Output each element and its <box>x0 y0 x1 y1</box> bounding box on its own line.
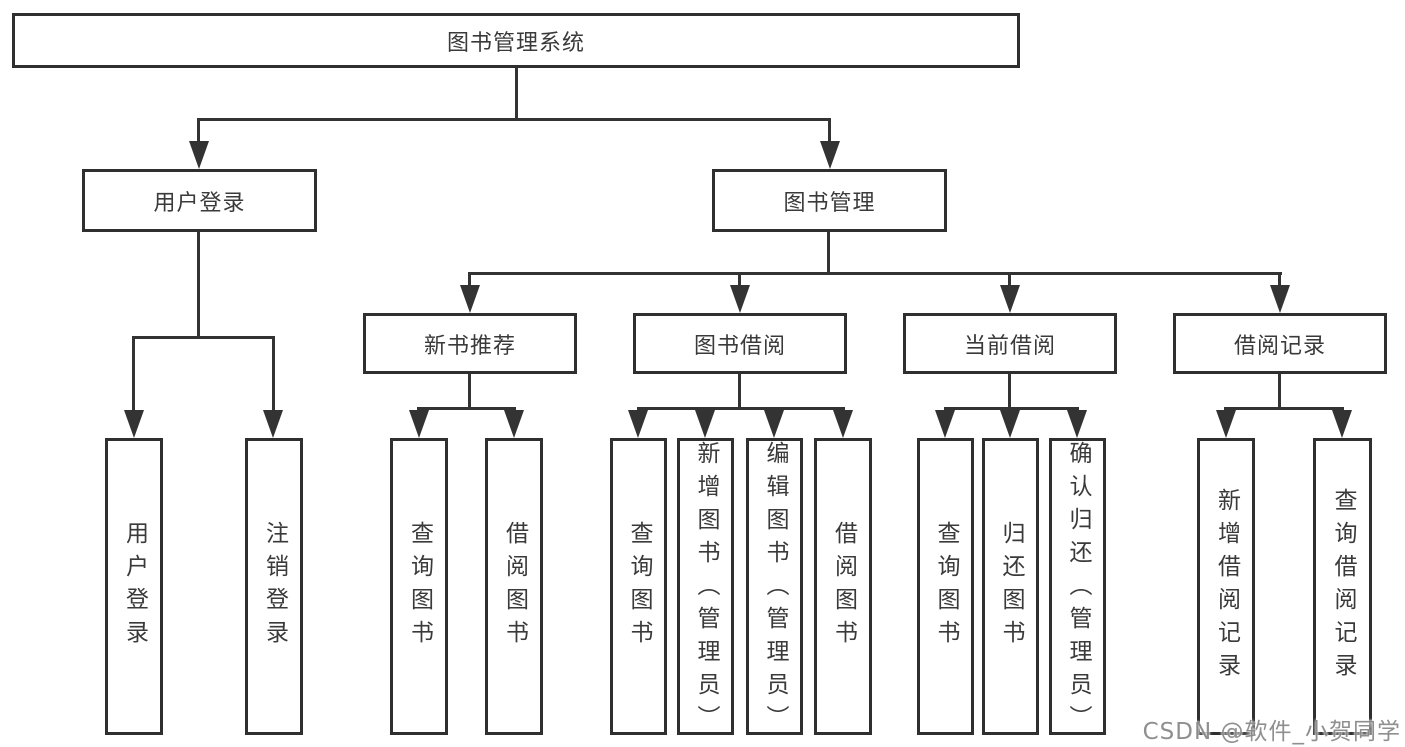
arrow-down-icon <box>460 285 480 313</box>
arrow-down-icon <box>764 410 784 438</box>
node-borrow-records-label: 借阅记录 <box>1233 333 1326 359</box>
leaf-borrow-borrow: 借阅图书 <box>814 438 872 735</box>
node-user-login-label: 用户登录 <box>153 190 246 216</box>
connector-bookmgmt-drop-4 <box>1278 272 1281 288</box>
connector-bookborrow-vertical <box>738 374 741 410</box>
connector-root-horizontal <box>197 118 831 121</box>
leaf-current-query: 查询图书 <box>917 438 974 735</box>
connector-bookmgmt-vertical <box>827 232 830 275</box>
csdn-watermark: CSDN @软件_小贺同学 <box>1142 719 1401 745</box>
arrow-down-icon <box>820 141 840 169</box>
leaf-newbooks-query: 查询图书 <box>390 438 448 735</box>
arrow-down-icon <box>1216 410 1236 438</box>
connector-currentborrow-vertical <box>1008 374 1011 410</box>
node-root-label: 图书管理系统 <box>446 30 585 56</box>
connector-userlogin-vertical <box>197 232 200 339</box>
leaf-records-query: 查询借阅记录 <box>1313 438 1372 735</box>
arrow-down-icon <box>833 410 853 438</box>
node-user-login: 用户登录 <box>82 169 317 232</box>
connector-root-vertical <box>515 68 518 121</box>
connector-bookborrow-horizontal <box>637 407 845 410</box>
leaf-borrow-query: 查询图书 <box>610 438 667 735</box>
node-borrow-records: 借阅记录 <box>1173 313 1387 374</box>
arrow-down-icon <box>189 141 209 169</box>
connector-root-drop-left <box>197 118 200 144</box>
node-new-book-recommend-label: 新书推荐 <box>423 333 516 359</box>
connector-newbooks-horizontal <box>417 407 516 410</box>
leaf-records-query-label: 查询借阅记录 <box>1330 487 1356 686</box>
leaf-borrow-query-label: 查询图书 <box>626 520 652 653</box>
leaf-current-confirm-admin: 确认归还（管理员） <box>1049 438 1106 738</box>
node-book-borrow-label: 图书借阅 <box>693 333 786 359</box>
leaf-newbooks-borrow: 借阅图书 <box>485 438 543 735</box>
connector-bookmgmt-drop-3 <box>1008 272 1011 288</box>
connector-userlogin-drop-right <box>272 336 275 412</box>
leaf-borrow-edit-admin: 编辑图书（管理员） <box>746 438 803 738</box>
leaf-logout: 注销登录 <box>245 438 303 735</box>
leaf-borrow-add-admin-label: 新增图书（管理员） <box>693 441 719 738</box>
arrow-down-icon <box>263 410 283 438</box>
node-book-management: 图书管理 <box>712 169 947 232</box>
leaf-logout-label: 注销登录 <box>261 520 288 653</box>
connector-userlogin-horizontal <box>132 336 275 339</box>
leaf-records-add-label: 新增借阅记录 <box>1213 487 1240 686</box>
arrow-down-icon <box>695 410 715 438</box>
leaf-borrow-borrow-label: 借阅图书 <box>830 520 857 653</box>
arrow-down-icon <box>730 285 750 313</box>
node-new-book-recommend: 新书推荐 <box>363 313 577 374</box>
node-root-library-system: 图书管理系统 <box>12 13 1020 68</box>
arrow-down-icon <box>1332 410 1352 438</box>
leaf-newbooks-borrow-label: 借阅图书 <box>501 520 528 653</box>
node-book-management-label: 图书管理 <box>783 190 876 216</box>
arrow-down-icon <box>628 410 648 438</box>
leaf-current-return-label: 归还图书 <box>998 520 1024 653</box>
connector-root-drop-right <box>828 118 831 144</box>
connector-userlogin-drop-left <box>132 336 135 412</box>
node-current-borrow-label: 当前借阅 <box>963 333 1056 359</box>
leaf-current-return: 归还图书 <box>982 438 1039 735</box>
connector-records-horizontal <box>1224 407 1344 410</box>
arrow-down-icon <box>409 410 429 438</box>
connector-newbooks-vertical <box>468 374 471 410</box>
connector-bookmgmt-horizontal <box>468 272 1282 275</box>
leaf-current-query-label: 查询图书 <box>933 520 959 653</box>
connector-bookmgmt-drop-1 <box>468 272 471 288</box>
leaf-user-login-label: 用户登录 <box>121 520 148 653</box>
arrow-down-icon <box>1067 410 1087 438</box>
leaf-newbooks-query-label: 查询图书 <box>406 520 433 653</box>
connector-records-vertical <box>1278 374 1281 410</box>
leaf-borrow-add-admin: 新增图书（管理员） <box>677 438 734 738</box>
arrow-down-icon <box>1000 410 1020 438</box>
arrow-down-icon <box>1000 285 1020 313</box>
leaf-user-login: 用户登录 <box>105 438 163 735</box>
arrow-down-icon <box>935 410 955 438</box>
leaf-records-add: 新增借阅记录 <box>1197 438 1255 735</box>
node-current-borrow: 当前借阅 <box>903 313 1117 374</box>
connector-bookmgmt-drop-2 <box>738 272 741 288</box>
leaf-current-confirm-admin-label: 确认归还（管理员） <box>1065 441 1091 738</box>
arrow-down-icon <box>1270 285 1290 313</box>
leaf-borrow-edit-admin-label: 编辑图书（管理员） <box>762 441 788 738</box>
node-book-borrow: 图书借阅 <box>633 313 847 374</box>
arrow-down-icon <box>504 410 524 438</box>
connector-currentborrow-horizontal <box>944 407 1079 410</box>
arrow-down-icon <box>124 410 144 438</box>
